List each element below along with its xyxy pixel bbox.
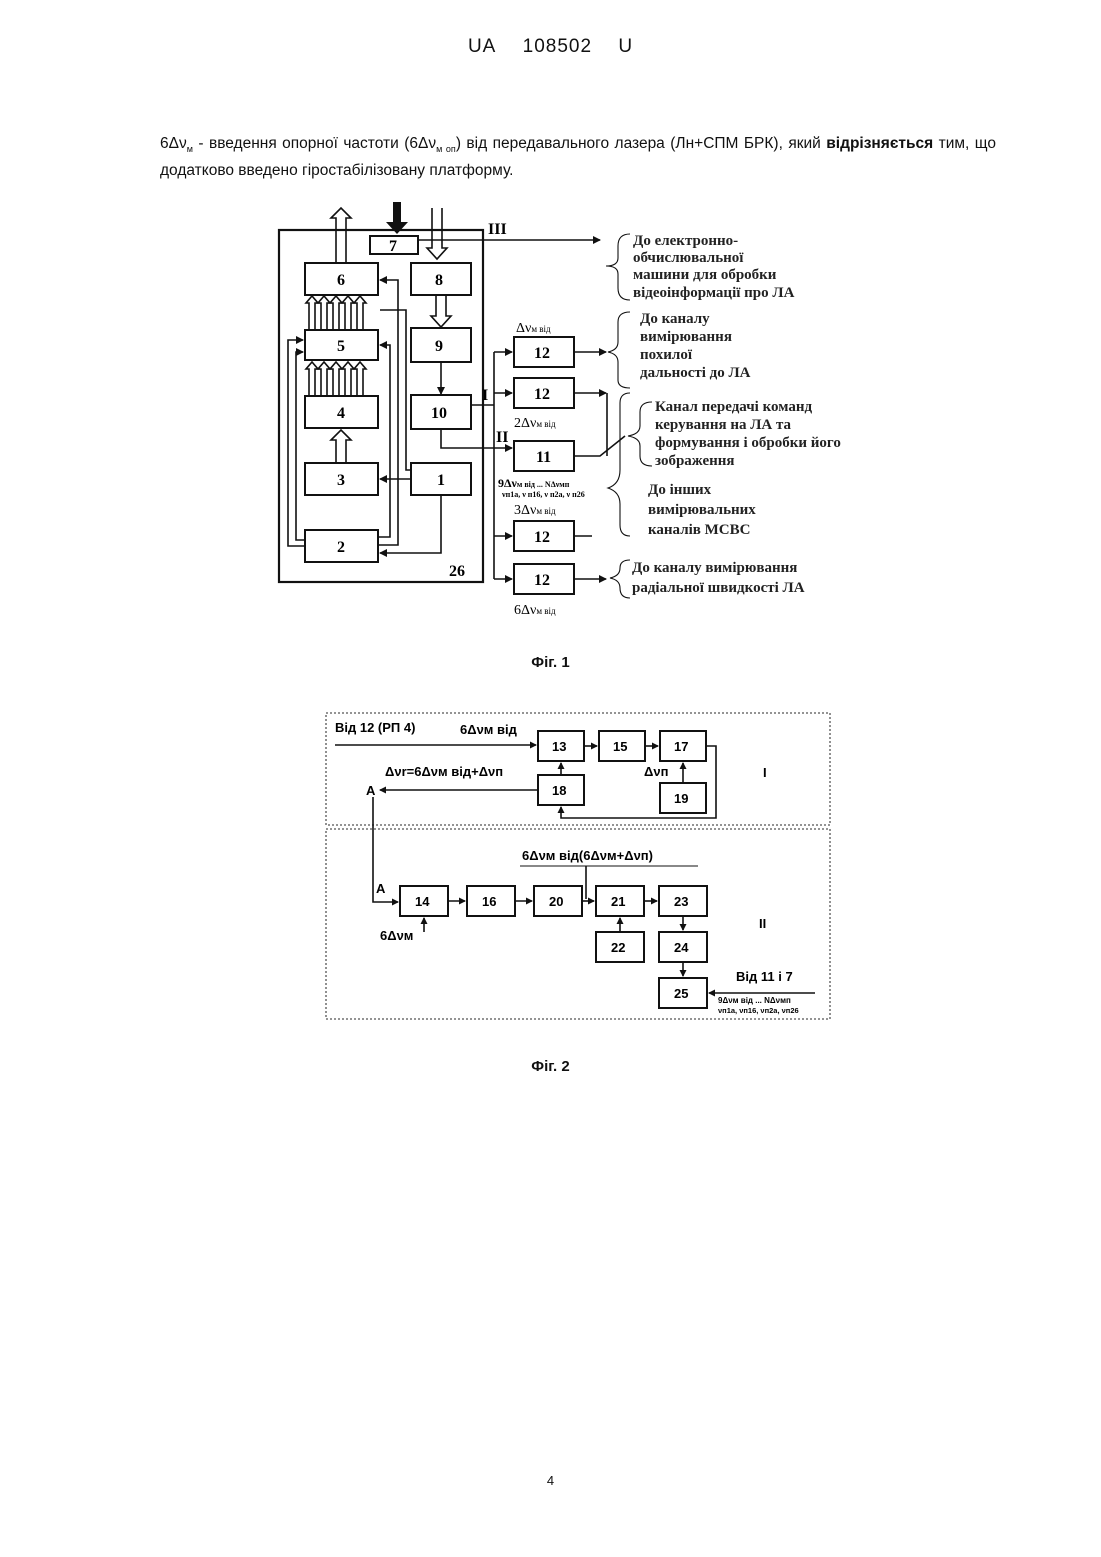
roman-III: III: [488, 221, 507, 238]
block-16-label: 16: [482, 894, 496, 909]
figure-1-diagram: 26 7 III 6 8 5 9 4 10: [0, 0, 1101, 640]
block-5-label: 5: [337, 338, 345, 355]
label-formula: 6Δνм від(6Δνм+Δνп): [522, 848, 653, 863]
svg-text:Канал передачі команд: Канал передачі команд: [655, 399, 813, 415]
figure-2-caption: Фіг. 2: [0, 1058, 1101, 1075]
block-12-a-label: 12: [534, 345, 550, 362]
freq-label-six: 6Δνм від: [514, 603, 556, 618]
block-12-b-label: 12: [534, 386, 550, 403]
svg-text:машини для обробки: машини для обробки: [633, 267, 777, 283]
block-6-label: 6: [337, 272, 345, 289]
svg-text:До каналу вимірювання: До каналу вимірювання: [632, 560, 797, 576]
block-24-label: 24: [674, 940, 689, 955]
svg-text:зображення: зображення: [655, 453, 735, 469]
svg-text:До каналу: До каналу: [640, 311, 710, 327]
svg-text:обчислювальної: обчислювальної: [633, 250, 744, 266]
label-bottom-1: 9Δνм від ... NΔνмп: [718, 996, 791, 1005]
block-9-label: 9: [435, 338, 443, 355]
block-22-label: 22: [611, 940, 625, 955]
brace-range: [608, 312, 630, 388]
freq-label-top: Δνм від: [516, 321, 551, 336]
block-12-d-label: 12: [534, 572, 550, 589]
svg-text:До інших: До інших: [648, 482, 712, 498]
block-2-label: 2: [337, 539, 345, 556]
freq-label-second: 2Δνм від: [514, 416, 556, 431]
svg-text:похилої: похилої: [640, 347, 693, 363]
block-4-label: 4: [337, 405, 345, 422]
note-computer: До електронно- обчислювальної машини для…: [633, 233, 795, 301]
output-hollow-arrow: [331, 208, 351, 262]
svg-text:вимірювання: вимірювання: [640, 329, 732, 345]
section-II-label: II: [759, 916, 766, 931]
svg-text:вимірювальних: вимірювальних: [648, 502, 756, 518]
block-25-label: 25: [674, 986, 688, 1001]
block-17-label: 17: [674, 739, 688, 754]
block-12-c-label: 12: [534, 529, 550, 546]
roman-II: II: [496, 429, 508, 446]
label-bottom-2: νп1а, νп16, νп2а, νп26: [718, 1006, 799, 1015]
block-8-label: 8: [435, 272, 443, 289]
loop-2-to-5-b: [296, 352, 305, 540]
arrow-8-to-9: [431, 296, 451, 327]
label-A-bottom: A: [376, 881, 386, 896]
block-1-label: 1: [437, 472, 445, 489]
loop-to-6: [378, 280, 398, 545]
figure-1-caption: Фіг. 1: [0, 654, 1101, 671]
block-14-label: 14: [415, 894, 430, 909]
svg-text:формування і обробки його: формування і обробки його: [655, 435, 841, 451]
block-10-label: 10: [431, 405, 447, 422]
freq-label-three: 3Δνм від: [514, 503, 556, 518]
note-command: Канал передачі команд керування на ЛА та…: [655, 399, 841, 469]
label-6dnu-from: 6Δνм від: [460, 722, 518, 737]
label-A-top: A: [366, 783, 376, 798]
svg-text:відеоінформації про ЛА: відеоінформації про ЛА: [633, 285, 795, 301]
label-dnu-p: Δνп: [644, 764, 668, 779]
loop-to-5: [378, 345, 390, 537]
section-I-label: I: [763, 765, 767, 780]
freq-label-nine: 9Δνм від ... NΔνмп: [498, 476, 570, 490]
note-other: До інших вимірювальних каналів МСВС: [648, 482, 756, 538]
freq-label-nine-line2: νп1а, ν п16, ν п2а, ν п26: [501, 490, 585, 499]
svg-text:дальності до ЛА: дальності до ЛА: [640, 365, 751, 381]
block-18-label: 18: [552, 783, 566, 798]
block-15-label: 15: [613, 739, 627, 754]
svg-text:До електронно-: До електронно-: [633, 233, 738, 249]
roman-I: I: [482, 387, 488, 404]
bus-5-to-6: [306, 296, 366, 330]
input-hollow-arrow-8: [427, 208, 447, 259]
frame-26-label: 26: [449, 563, 465, 580]
note-range: До каналу вимірювання похилої дальності …: [640, 311, 751, 381]
brace-computer: [606, 234, 630, 300]
svg-text:радіальної швидкості ЛА: радіальної швидкості ЛА: [632, 580, 805, 596]
block-3-label: 3: [337, 472, 345, 489]
brace-other: [608, 393, 630, 536]
block-23-label: 23: [674, 894, 688, 909]
out-11: [574, 436, 625, 456]
block-20-label: 20: [549, 894, 563, 909]
arrow-3-to-4: [331, 430, 351, 463]
block-19-label: 19: [674, 791, 688, 806]
label-from-12: Від 12 (РП 4): [335, 720, 415, 735]
link-1-to-bus: [380, 310, 411, 470]
svg-text:каналів МСВС: каналів МСВС: [648, 522, 750, 538]
figure-2-diagram: I II Від 12 (РП 4) 6Δνм від 13 15 17 18 …: [0, 700, 1101, 1040]
note-radial: До каналу вимірювання радіальної швидкос…: [632, 560, 805, 596]
block-21-label: 21: [611, 894, 625, 909]
bus-4-to-5: [306, 362, 366, 396]
block-11-label: 11: [536, 449, 551, 466]
block-13-label: 13: [552, 739, 566, 754]
svg-text:керування на ЛА та: керування на ЛА та: [655, 417, 792, 433]
brace-radial: [610, 560, 630, 598]
label-6dnu-m: 6Δνм: [380, 928, 413, 943]
block-7-label: 7: [389, 238, 397, 255]
label-from-11-7: Від 11 і 7: [736, 969, 793, 984]
brace-command: [628, 402, 652, 466]
label-dnu-r: Δνr=6Δνм від+Δνп: [385, 764, 503, 779]
page-number: 4: [0, 1473, 1101, 1488]
